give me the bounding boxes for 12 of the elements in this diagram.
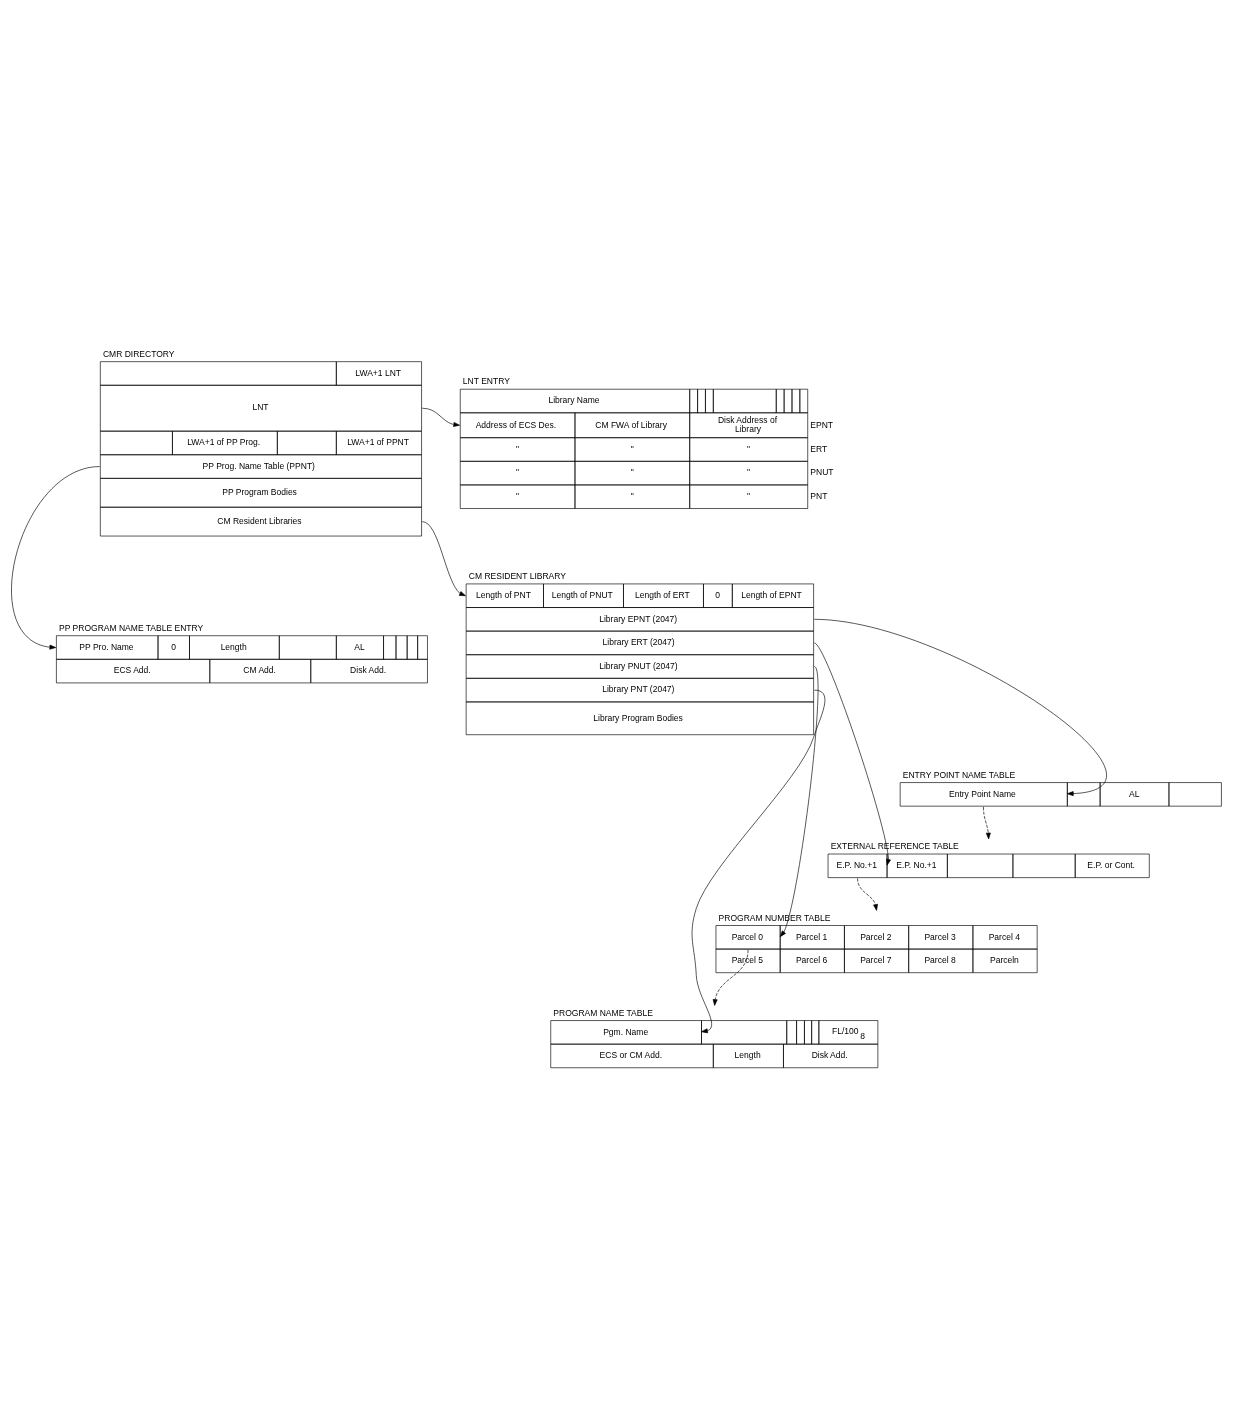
node-label: PNUT: [810, 466, 834, 477]
node-label: PROGRAM NUMBER TABLE: [718, 912, 831, 923]
node-label: EXTERNAL REFERENCE TABLE: [830, 840, 959, 851]
node-label: PP PROGRAM NAME TABLE ENTRY: [59, 622, 204, 633]
node-label: PROGRAM NAME TABLE: [553, 1007, 653, 1018]
node-label: LNT ENTRY: [462, 375, 510, 386]
node-label: PNT: [810, 490, 828, 501]
node-label: ERT: [810, 443, 828, 454]
node-label: CMR DIRECTORY: [102, 348, 175, 359]
node-label: CM RESIDENT LIBRARY: [468, 570, 566, 581]
node-label: ENTRY POINT NAME TABLE: [902, 769, 1016, 780]
node-label: EPNT: [810, 418, 834, 429]
